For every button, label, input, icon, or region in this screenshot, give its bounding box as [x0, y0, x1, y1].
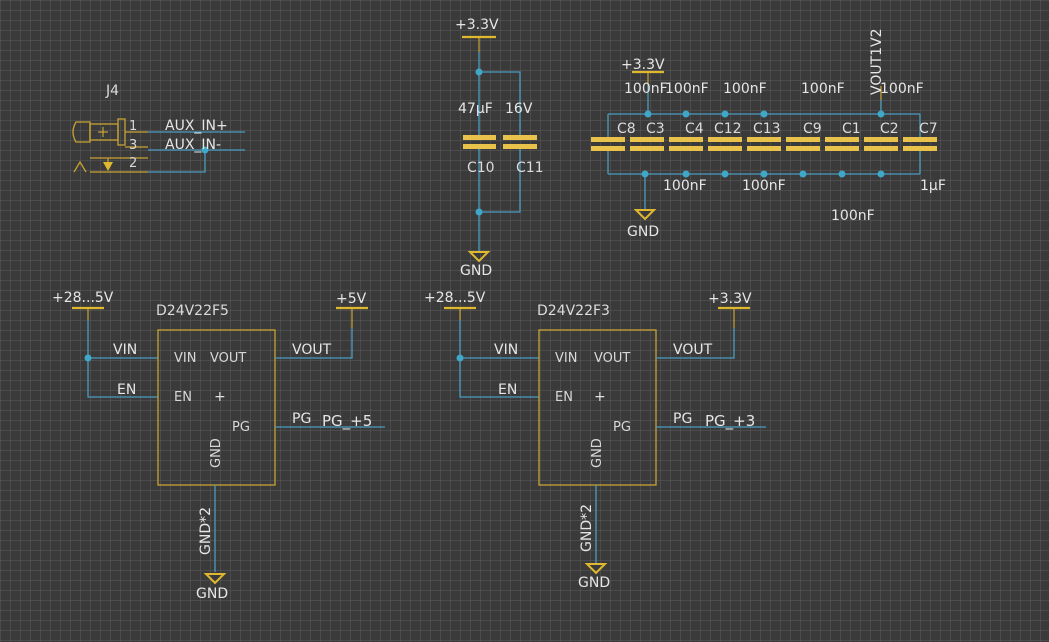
- power-label-3v3: +3.3V: [621, 57, 665, 73]
- regulator-d24v22f3[interactable]: +28...5V VIN EN D24V22F3 VIN VOUT EN + P…: [424, 290, 766, 591]
- net-aux-in-plus: AUX_IN+: [165, 118, 228, 134]
- pin-2-number: 2: [129, 156, 137, 171]
- pin-en: EN: [555, 390, 573, 405]
- net-aux-in-minus: AUX_IN-: [165, 137, 221, 153]
- switch-arrow-icon: [103, 162, 113, 171]
- cap-ref: C7: [919, 121, 938, 137]
- input-power-label: +28...5V: [52, 290, 114, 306]
- pin-en: EN: [174, 390, 192, 405]
- pin-1-number: 1: [129, 119, 137, 134]
- wire-label-vin: VIN: [113, 342, 137, 358]
- cap-value: 1µF: [920, 178, 946, 194]
- pin-pg: PG: [232, 420, 250, 435]
- net-label-pg: PG_+3: [705, 412, 755, 431]
- cap-c10-plate-top: [463, 135, 496, 140]
- ground-icon: [467, 251, 491, 263]
- cap-value: 100nF: [663, 178, 707, 194]
- wire-label-en: EN: [117, 382, 136, 398]
- cap-ref: C3: [646, 121, 665, 137]
- cap-value: 100nF: [624, 81, 668, 97]
- cap-c10-plate-bottom: [463, 144, 496, 149]
- wire-label-pg: PG: [673, 411, 692, 427]
- input-power-label: +28...5V: [424, 290, 486, 306]
- regulator-body: [157, 329, 276, 486]
- cap-c11-plate-top: [503, 135, 537, 140]
- cap-value: 100nF: [723, 81, 767, 97]
- gnd-net-label: GND*2: [198, 507, 214, 555]
- ground-label: GND: [627, 224, 659, 240]
- pin-vout: VOUT: [594, 351, 630, 366]
- cap-value: 100nF: [880, 81, 924, 97]
- ground-label: GND: [196, 586, 228, 602]
- cap-ref: C8: [617, 121, 636, 137]
- switch-contact-shape: [73, 160, 87, 173]
- cap-c11-voltage: 16V: [505, 101, 533, 117]
- decoupling-capacitors[interactable]: +3.3V VOUT1V2: [591, 28, 946, 240]
- rail-label-vout1v2: VOUT1V2: [869, 28, 885, 95]
- pin-vin: VIN: [174, 351, 196, 366]
- connector-j4[interactable]: J4 1 3 2 AUX_IN+ AUX_IN-: [72, 83, 245, 173]
- jack-plug-shape: [72, 121, 91, 143]
- wire-label-vout: VOUT: [292, 342, 332, 358]
- wire-label-en: EN: [498, 382, 517, 398]
- gnd-net-label: GND*2: [579, 504, 595, 552]
- regulator-d24v22f5[interactable]: +28...5V VIN EN D24V22F5 VIN VOUT EN + P…: [52, 290, 385, 602]
- ground-icon: [203, 573, 227, 585]
- cap-ref: C13: [753, 121, 781, 137]
- connector-ref: J4: [105, 83, 119, 99]
- pin-vout: VOUT: [210, 351, 246, 366]
- cap-value: 100nF: [665, 81, 709, 97]
- pin-gnd: GND: [209, 438, 224, 468]
- regulator-body: [538, 329, 657, 486]
- output-power-label: +5V: [336, 291, 367, 307]
- pin-gnd: GND: [590, 438, 605, 468]
- ground-label: GND: [460, 263, 492, 279]
- pin-vin: VIN: [555, 351, 577, 366]
- regulator-part-number: D24V22F5: [156, 303, 229, 319]
- power-label-3v3: +3.3V: [455, 17, 499, 33]
- ground-label: GND: [578, 575, 610, 591]
- net-label-pg: PG_+5: [322, 412, 372, 431]
- cap-ref: C1: [842, 121, 861, 137]
- pin-pg: PG: [613, 420, 631, 435]
- pin-3-number: 3: [129, 138, 137, 153]
- junction-dot: [201, 146, 209, 154]
- cap-c11-ref: C11: [516, 160, 544, 176]
- cap-ref: C2: [880, 121, 899, 137]
- jack-flange-shape: [117, 118, 126, 146]
- cap-c11-plate-bottom: [503, 144, 537, 149]
- wire-label-pg: PG: [292, 411, 311, 427]
- output-power-label: +3.3V: [708, 291, 752, 307]
- origin-plus-icon: +: [594, 389, 606, 405]
- ground-icon: [633, 209, 657, 221]
- origin-plus-icon: +: [214, 389, 226, 405]
- cap-value: 100nF: [801, 81, 845, 97]
- ground-icon: [584, 563, 608, 575]
- cap-ref: C12: [714, 121, 742, 137]
- cap-ref: C4: [685, 121, 704, 137]
- regulator-part-number: D24V22F3: [537, 303, 610, 319]
- bulk-capacitors[interactable]: +3.3V 47µF 16V C10 C11 GND: [455, 17, 544, 279]
- cap-c10-value: 47µF: [458, 101, 493, 117]
- wire-label-vout: VOUT: [673, 342, 713, 358]
- cap-c10-ref: C10: [467, 160, 495, 176]
- wire-label-vin: VIN: [494, 342, 518, 358]
- cap-value: 100nF: [742, 178, 786, 194]
- cap-ref: C9: [803, 121, 822, 137]
- cap-value: 100nF: [831, 208, 875, 224]
